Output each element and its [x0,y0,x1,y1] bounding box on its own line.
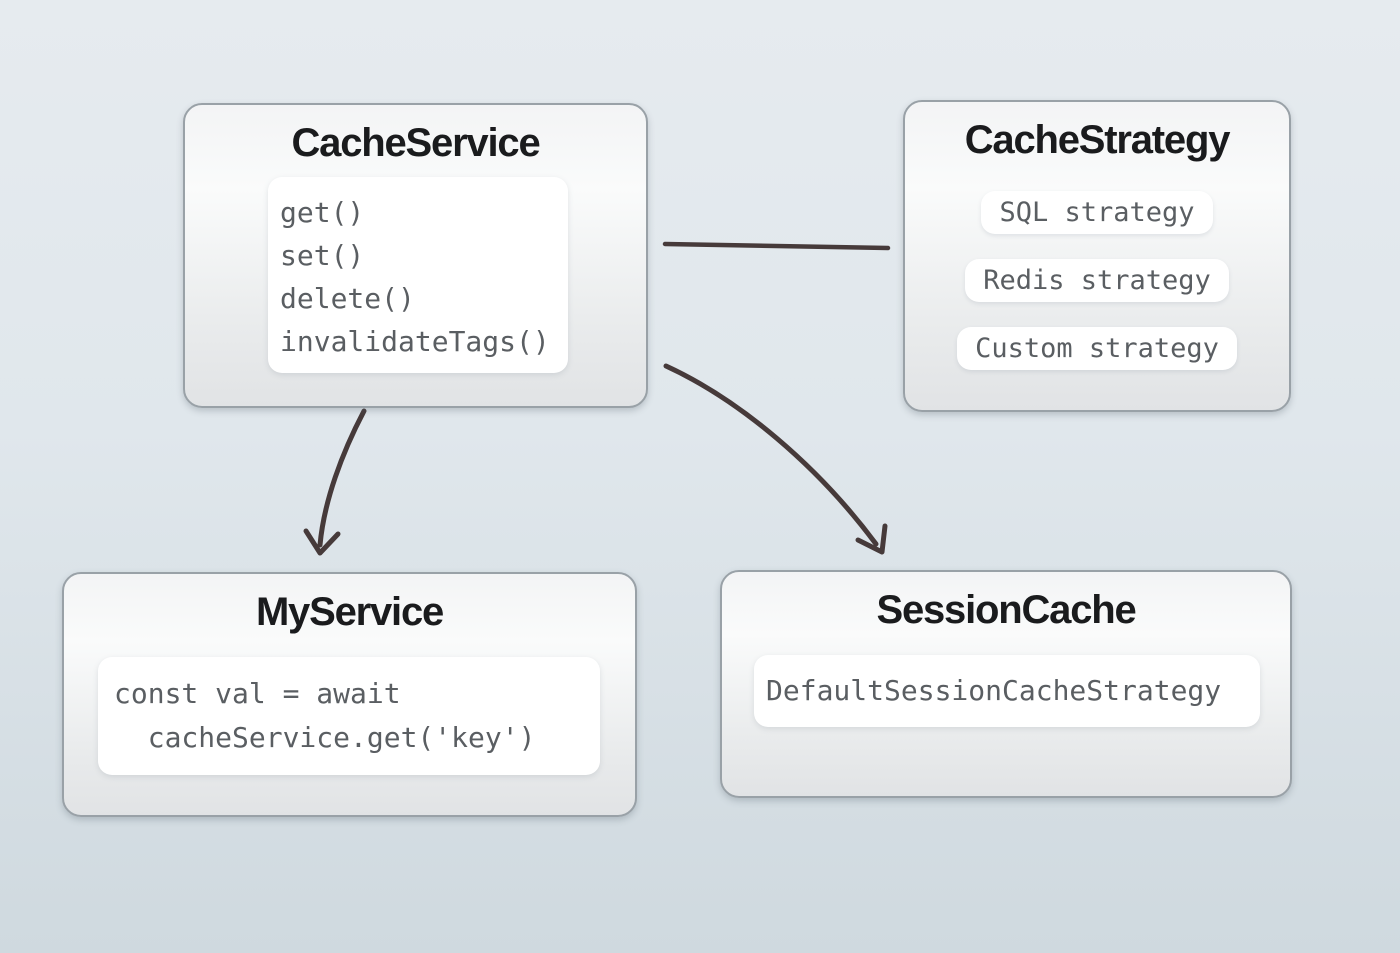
node-title-cache-service: CacheService [291,121,540,165]
node-title-my-service: MyService [255,590,444,634]
arrowhead-sessioncache [855,523,888,555]
strategy-pill-stack: SQL strategy Redis strategy Custom strat… [905,191,1289,370]
cache-service-methods-card: get() set() delete() invalidateTags() [268,177,568,373]
arrowhead-myservice [303,528,341,556]
pill-redis-strategy: Redis strategy [965,259,1229,302]
method-invalidate-tags: invalidateTags() [280,325,550,358]
node-session-cache: SessionCache DefaultSessionCacheStrategy [720,570,1292,798]
pill-custom-strategy: Custom strategy [957,327,1237,370]
method-set: set() [280,239,365,272]
edge-cacheservice-sessioncache [663,363,879,547]
method-delete: delete() [280,282,415,315]
edge-cacheservice-cachestrategy [662,241,891,251]
node-title-session-cache: SessionCache [876,588,1136,632]
session-cache-strategy-card: DefaultSessionCacheStrategy [754,655,1260,727]
node-cache-service: CacheService get() set() delete() invali… [183,103,648,408]
my-service-code-card: const val = await cacheService.get('key'… [98,657,600,775]
node-cache-strategy: CacheStrategy SQL strategy Redis strateg… [903,100,1291,412]
node-my-service: MyService const val = await cacheService… [62,572,637,817]
node-title-cache-strategy: CacheStrategy [964,118,1231,162]
method-get: get() [280,196,365,229]
edge-cacheservice-myservice [317,408,367,548]
my-service-code-snippet: const val = await cacheService.get('key'… [114,677,536,754]
session-cache-strategy-label: DefaultSessionCacheStrategy [766,674,1222,707]
pill-sql-strategy: SQL strategy [981,191,1213,234]
